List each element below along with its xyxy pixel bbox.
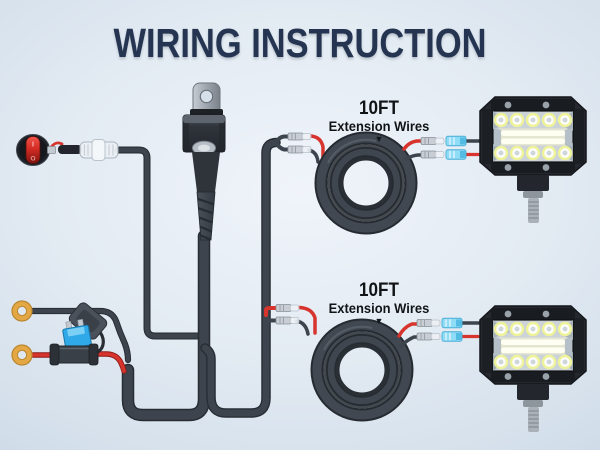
switch-on-mark: I: [32, 142, 34, 149]
extension-caption-bottom: Extension Wires: [328, 300, 430, 316]
ring-terminal-icon: [11, 344, 33, 366]
extension-caption-top: Extension Wires: [328, 118, 430, 134]
connectors-bottom-coil-to-light: [397, 317, 481, 348]
blue-quick-connector-icon: [441, 330, 463, 343]
page-title: WIRING INSTRUCTION: [113, 20, 487, 66]
battery-ring-terminals: [11, 300, 33, 366]
spade-terminal-icon: [416, 332, 441, 341]
down-arrow-icon: ▼: [374, 134, 384, 145]
blue-quick-connector-icon: [441, 317, 463, 329]
extension-length-bottom: 10FT: [359, 280, 399, 301]
harness-wires: [32, 143, 276, 416]
inline-fuse-holder: [49, 302, 108, 366]
fuse-holder-body-icon: [49, 343, 99, 366]
extension-length-top: 10FT: [359, 98, 399, 119]
relay: [182, 82, 226, 241]
led-work-light-bottom: [479, 305, 587, 433]
spade-terminal-icon: [275, 304, 300, 312]
round-rocker-switch: I O: [16, 134, 82, 166]
switch-off-mark: O: [30, 156, 35, 163]
blade-fuse-icon: [62, 318, 92, 350]
connectors-top-coil-to-light: [402, 135, 481, 161]
spade-terminal-icon: [287, 132, 312, 141]
extension-label-top: 10FT Extension Wires ▼: [320, 99, 438, 146]
blue-quick-connector-icon: [445, 135, 467, 147]
extension-wire-coil-bottom: [317, 325, 407, 415]
ring-terminal-icon: [11, 300, 33, 322]
extension-wire-coil-top: [321, 138, 411, 228]
spade-terminal-icon: [420, 150, 445, 159]
spade-terminals-harness-to-bottom-coil: [264, 304, 317, 336]
blue-quick-connector-icon: [445, 148, 467, 161]
spade-terminal-icon: [275, 316, 300, 325]
led-work-light-top: [479, 96, 587, 224]
mounting-hole-icon: [199, 89, 214, 104]
spade-terminal-icon: [287, 145, 312, 154]
bullet-connector: [79, 139, 119, 161]
rocker-icon: [25, 136, 41, 164]
down-arrow-icon: ▼: [374, 316, 384, 327]
extension-label-bottom: 10FT Extension Wires ▼: [320, 281, 438, 328]
spade-terminals-harness-to-top-coil: [274, 132, 325, 164]
